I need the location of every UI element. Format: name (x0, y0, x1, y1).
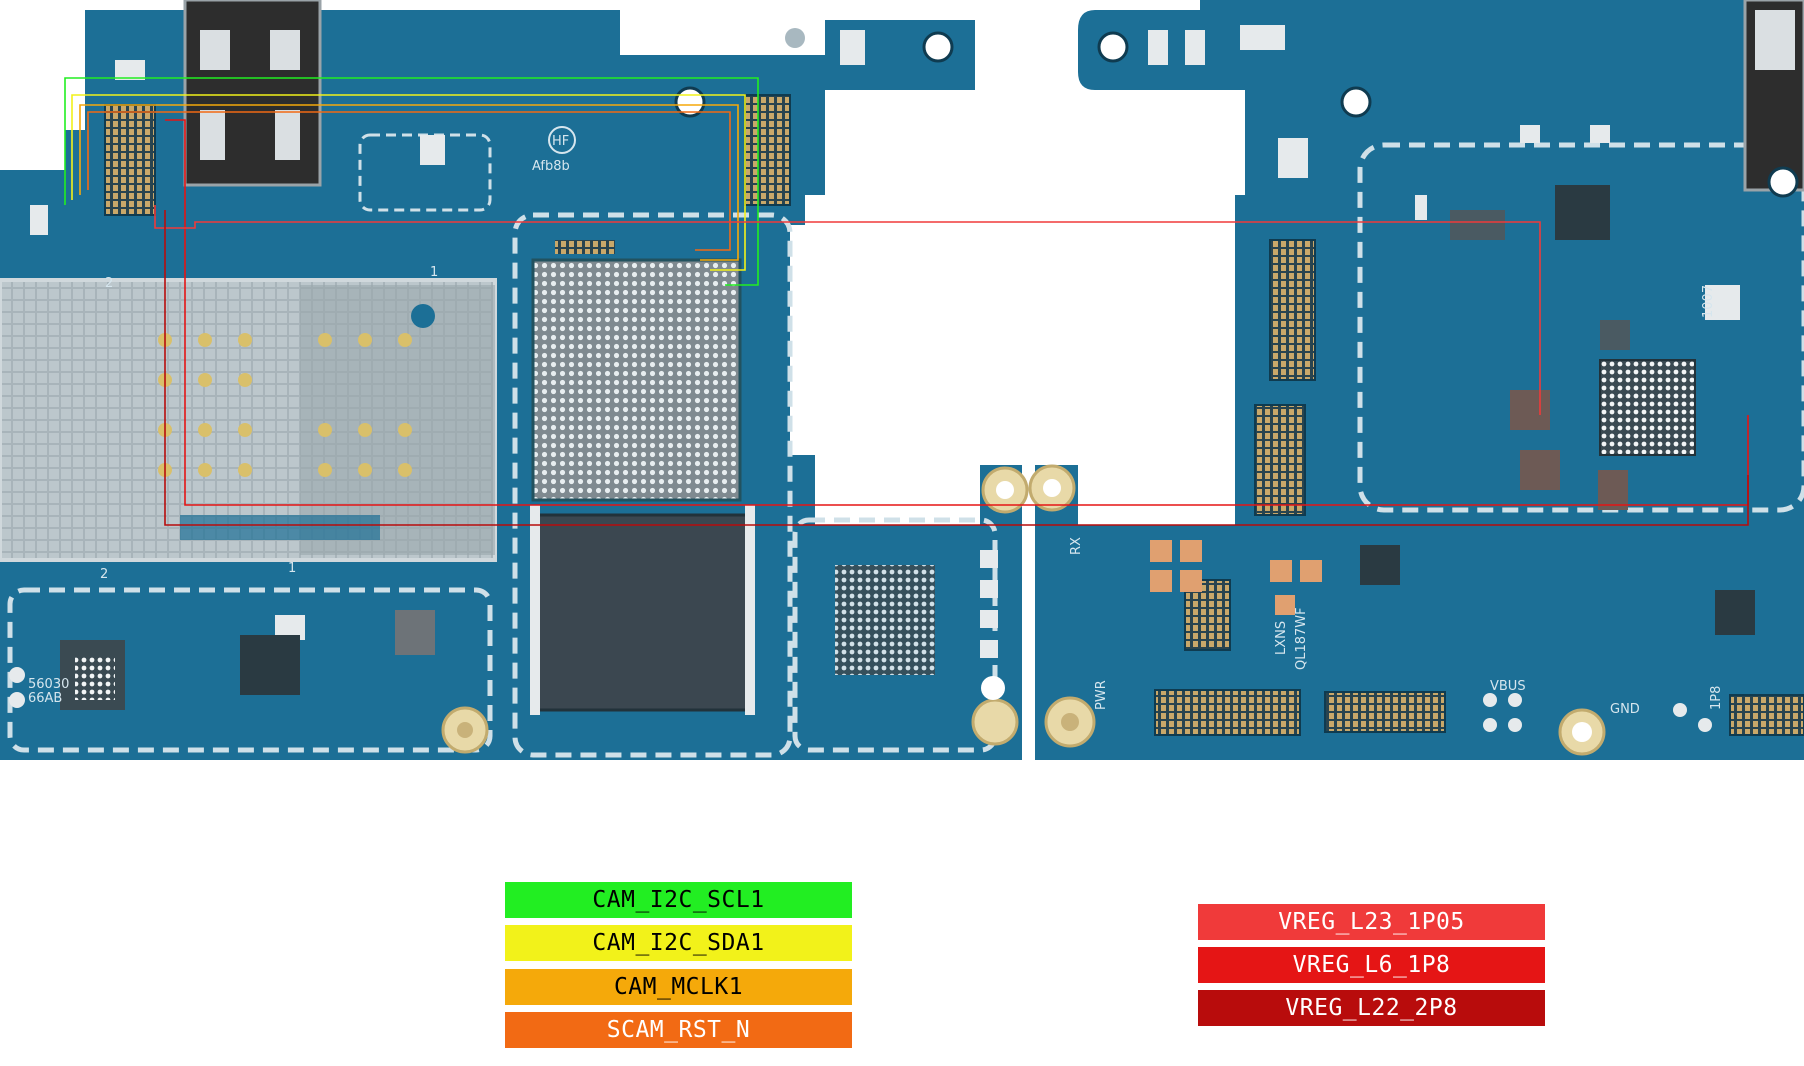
left-board: HF Afb8b 56030 66AB 2 1 2 1 (0, 0, 1029, 760)
chip-code-1: 56030 (28, 677, 69, 692)
legend-scam-rst-n: SCAM_RST_N (505, 1012, 852, 1048)
sim-mark-1a: 1 (430, 265, 438, 280)
gnd-label: GND (1610, 702, 1640, 717)
sim-mark-2b: 2 (100, 567, 108, 582)
1p8-label: 1P8 (1709, 686, 1724, 710)
legend-cam-i2c-scl1: CAM_I2C_SCL1 (505, 882, 852, 918)
rx-label: RX (1069, 537, 1084, 555)
chip-code-4: LXNS (1274, 621, 1289, 655)
legend-cam-mclk1: CAM_MCLK1 (505, 969, 852, 1005)
legend-vreg-l23-1p05: VREG_L23_1P05 (1198, 904, 1545, 940)
legend-cam-i2c-sda1: CAM_I2C_SDA1 (505, 925, 852, 961)
legend-vreg-l22-2p8: VREG_L22_2P8 (1198, 990, 1545, 1026)
chip-code-2: 66AB (28, 691, 62, 706)
chip-code-5: QL187WF (1294, 607, 1309, 670)
sim-mark-1b: 1 (288, 561, 296, 576)
right-board: RX PWR VBUS GND 1P8 1007 LXNS QL187WF (1028, 0, 1804, 760)
vbus-label: VBUS (1490, 679, 1526, 694)
signal-traces (64, 77, 1749, 526)
chip-code-3: 1007 (1701, 285, 1716, 318)
legend-vreg-l6-1p8: VREG_L6_1P8 (1198, 947, 1545, 983)
afb8b-label: Afb8b (532, 159, 570, 174)
sim-mark-2a: 2 (105, 276, 113, 291)
hf-mark: HF (552, 134, 569, 149)
pcb-board-photo: HF Afb8b 56030 66AB 2 1 2 1 (0, 0, 1804, 760)
pwr-label: PWR (1094, 680, 1109, 710)
